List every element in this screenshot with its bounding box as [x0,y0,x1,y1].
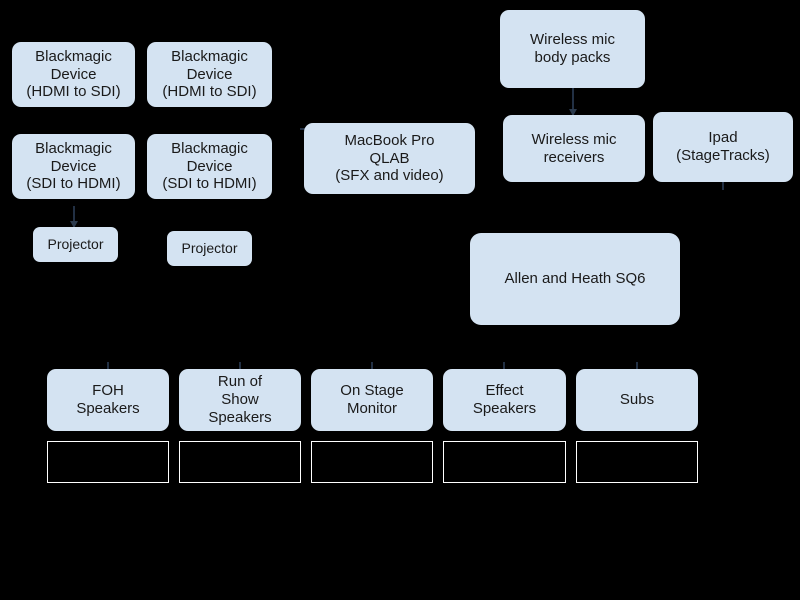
blank-rect-4[interactable] [443,441,566,483]
node-ipad-stagetracks[interactable]: Ipad (StageTracks) [653,112,793,182]
node-blackmagic-sdi-to-hdmi-2[interactable]: Blackmagic Device (SDI to HDMI) [147,134,272,199]
blank-rect-3[interactable] [311,441,433,483]
connector-body-packs-to-receivers [572,88,574,115]
node-wireless-mic-body-packs[interactable]: Wireless mic body packs [500,10,645,88]
connector-sq6-to-effect-speakers [503,362,505,370]
node-on-stage-monitor[interactable]: On Stage Monitor [311,369,433,431]
connector-sq6-to-run-of-show [239,362,241,370]
arrowhead-projector-1 [70,221,78,228]
blank-rect-2[interactable] [179,441,301,483]
node-wireless-mic-receivers[interactable]: Wireless mic receivers [503,115,645,182]
connector-macbook-left-stub [300,128,306,130]
connector-sq6-to-subs [636,362,638,370]
node-run-of-show-speakers[interactable]: Run of Show Speakers [179,369,301,431]
connector-sq6-to-on-stage-monitor [371,362,373,370]
node-allen-and-heath-sq6[interactable]: Allen and Heath SQ6 [470,233,680,325]
node-blackmagic-sdi-to-hdmi-1[interactable]: Blackmagic Device (SDI to HDMI) [12,134,135,199]
node-projector-1[interactable]: Projector [33,227,118,262]
node-macbook-pro-qlab[interactable]: MacBook Pro QLAB (SFX and video) [304,123,475,194]
node-blackmagic-hdmi-to-sdi-2[interactable]: Blackmagic Device (HDMI to SDI) [147,42,272,107]
connector-ipad-to-sq6 [722,182,724,190]
blank-rect-1[interactable] [47,441,169,483]
node-effect-speakers[interactable]: Effect Speakers [443,369,566,431]
node-projector-2[interactable]: Projector [167,231,252,266]
arrowhead-wireless-mic-receivers [569,109,577,116]
blank-rect-5[interactable] [576,441,698,483]
node-foh-speakers[interactable]: FOH Speakers [47,369,169,431]
connector-sq6-to-foh [107,362,109,370]
node-subs[interactable]: Subs [576,369,698,431]
connector-sdi-to-projector-1 [73,206,75,227]
node-blackmagic-hdmi-to-sdi-1[interactable]: Blackmagic Device (HDMI to SDI) [12,42,135,107]
